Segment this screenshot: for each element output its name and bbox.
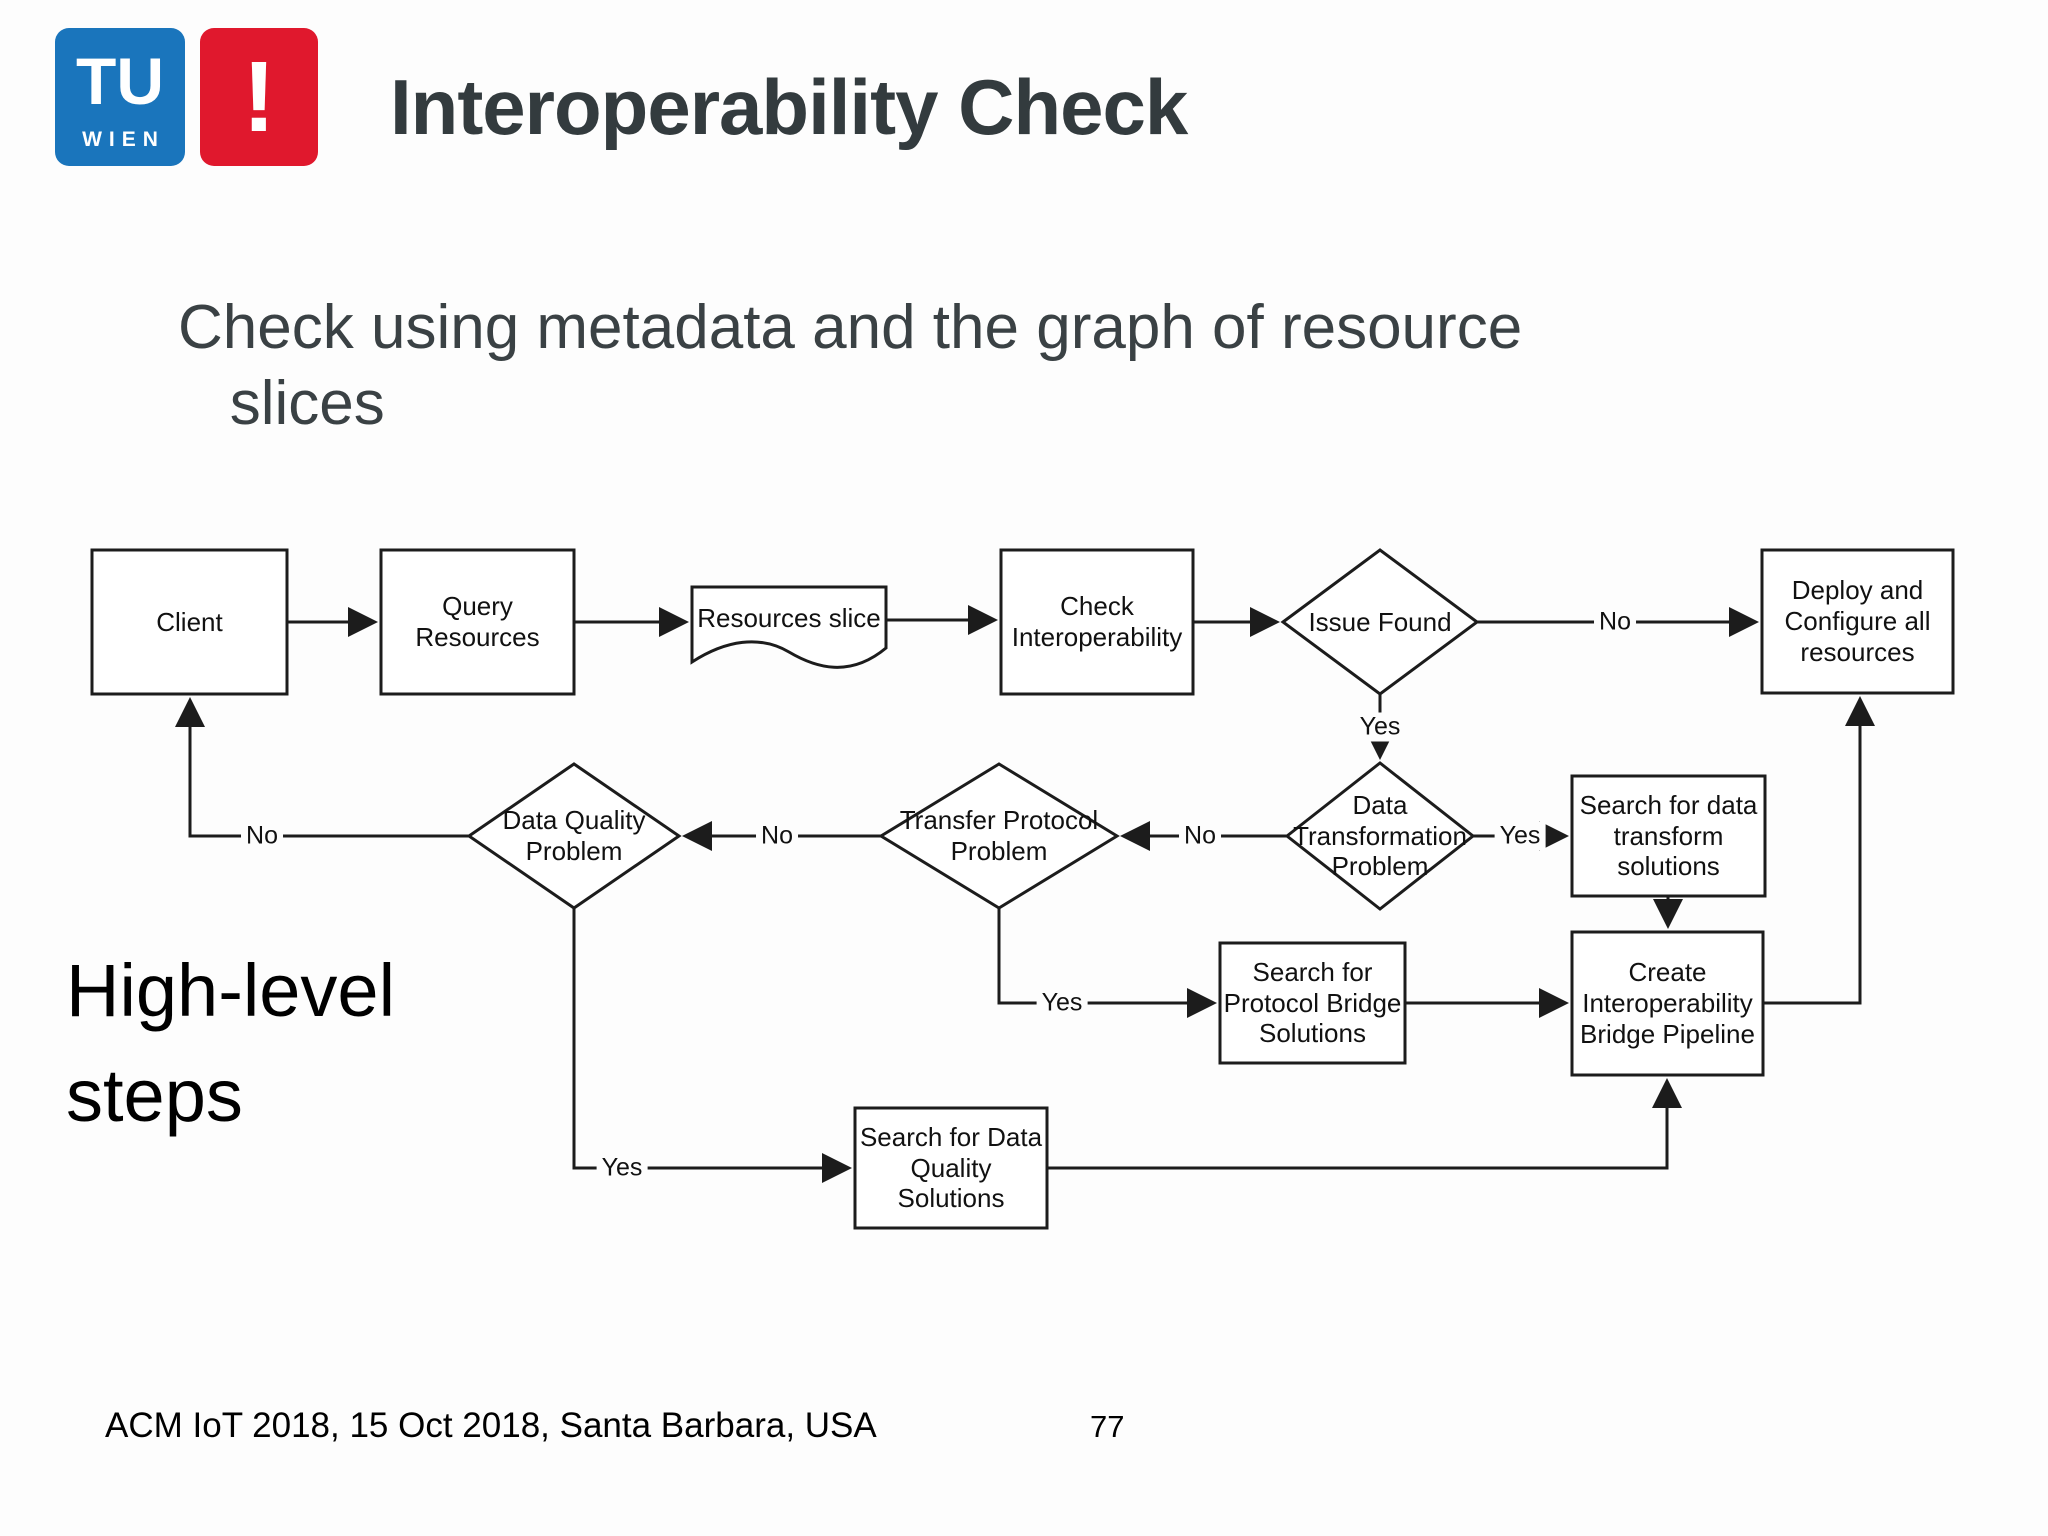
page-number: 77 [1090,1409,1125,1444]
resources-slice-shape [690,585,888,669]
footer-conference: ACM IoT 2018, 15 Oct 2018, Santa Barbara… [105,1406,877,1445]
page-title: Interoperability Check [390,63,1188,151]
edge-label-datatransform-yes: Yes [1494,821,1546,851]
node-search-data-quality: Search for Data Quality Solutions [859,1121,1043,1214]
node-search-protocol-bridge: Search for Protocol Bridge Solutions [1223,956,1402,1049]
tu-logo-text: TU [76,44,164,118]
node-create-pipeline: Create Interoperability Bridge Pipeline [1580,957,1755,1049]
side-label: High-level steps [66,949,396,1138]
edge-label-issue-yes: Yes [1354,712,1406,742]
data-quality-shape [466,762,682,910]
search-transform-shape [1570,774,1767,898]
node-resources-slice: Resources slice [697,602,881,633]
subtitle: Check using metadata and the graph of re… [178,293,1523,438]
edge-label-dataquality-yes: Yes [596,1153,648,1183]
exclamation-glyph: ! [242,40,276,153]
client-shape [90,548,289,696]
edge-searchdq-create [1047,1078,1682,1170]
node-data-transformation: Data Transformation Problem [1293,790,1467,882]
edge-transferprotocol-searchbridge-yes [997,908,1217,1018]
edge-create-deploy [1763,696,1875,1005]
wien-logo-text: WIEN [82,128,165,151]
search-protocol-bridge-shape [1218,941,1407,1065]
node-search-transform: Search for data transform solutions [1579,789,1758,882]
node-client: Client [156,606,223,637]
search-data-quality-shape [853,1106,1049,1230]
transfer-protocol-shape [878,762,1120,910]
tu-wien-logo: TU WIEN [55,28,185,166]
edge-dataquality-client-no [175,697,469,838]
edge-dataquality-searchdq-yes [572,908,852,1183]
query-resources-shape [379,548,576,696]
exclamation-logo: ! [200,28,318,166]
node-query-resources: Query Resources [415,591,540,652]
edge-label-issue-no: No [1594,607,1636,637]
edge-label-dataquality-no: No [241,821,283,851]
node-issue-found: Issue Found [1308,606,1452,637]
edge-label-datatransform-no: No [1179,821,1221,851]
edge-label-transferprotocol-yes: Yes [1036,988,1088,1018]
deploy-shape [1760,548,1955,695]
node-data-quality: Data Quality Problem [502,805,646,866]
node-check-interoperability: Check Interoperability [1011,591,1183,652]
edge-label-transferprotocol-no: No [756,821,798,851]
check-interoperability-shape [999,548,1195,696]
node-transfer-protocol: Transfer Protocol Problem [899,805,1099,866]
node-deploy: Deploy and Configure all resources [1784,575,1931,667]
